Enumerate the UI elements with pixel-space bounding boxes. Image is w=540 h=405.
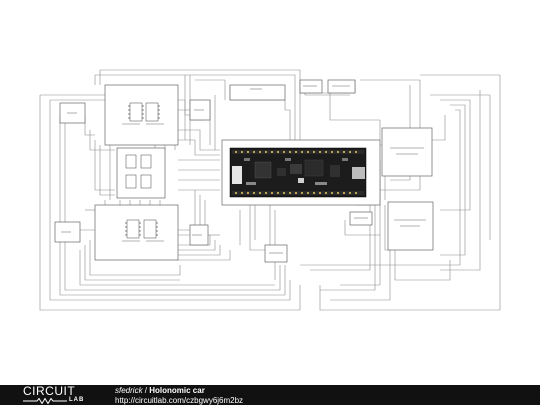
circuit-title: Holonomic car — [149, 386, 205, 395]
label-marks — [61, 85, 426, 254]
chip-pins — [125, 105, 160, 236]
microcontroller-board — [229, 147, 367, 198]
top-module-b — [327, 79, 356, 94]
circuitlab-logo[interactable]: CIRCUIT LAB — [23, 384, 93, 404]
chip-details — [125, 102, 159, 239]
right-module-top — [381, 127, 433, 177]
author-link[interactable]: sfedrick — [115, 386, 143, 395]
driver-top-chip-a — [129, 102, 143, 122]
resistor-icon — [23, 398, 67, 404]
driver-bottom-chip-b — [143, 219, 157, 239]
top-module-a — [299, 79, 323, 94]
top-connector — [229, 84, 286, 101]
circuit-credit: sfedrick / Holonomic car — [115, 386, 205, 395]
credit-separator: / — [142, 386, 150, 395]
footer-bar: CIRCUIT LAB sfedrick / Holonomic car htt… — [0, 385, 540, 405]
wires — [39, 69, 501, 311]
driver-bottom-chip-a — [126, 219, 140, 239]
bottom-module — [264, 244, 288, 263]
schematic-canvas — [39, 69, 501, 311]
logic-chip-c — [125, 174, 137, 189]
circuit-url-link[interactable]: http://circuitlab.com/czbgwy6j6m2bz — [115, 396, 244, 405]
logic-chip-b — [140, 154, 152, 169]
logo-wordmark-top: CIRCUIT — [23, 384, 76, 398]
lower-mid-module — [349, 211, 373, 226]
logo-wordmark-bottom: LAB — [69, 397, 85, 403]
logic-ic-middle — [116, 147, 166, 199]
logic-chip-a — [125, 154, 137, 169]
logic-chip-d — [140, 174, 152, 189]
driver-top-chip-b — [145, 102, 159, 122]
